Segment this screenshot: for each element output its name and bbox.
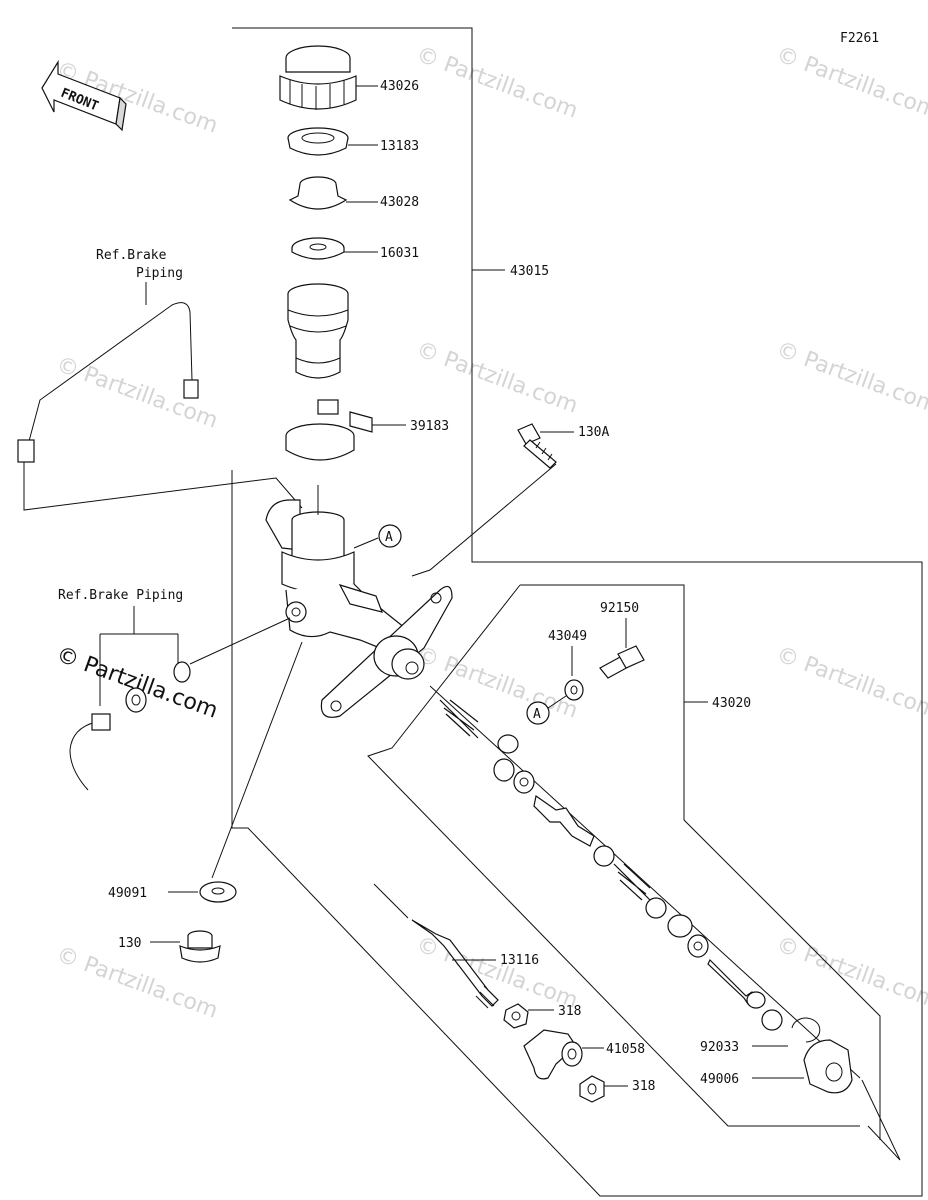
- mounting-flange: [320, 585, 453, 718]
- watermark: © Partzilla.com: [773, 932, 928, 1014]
- callout-43026: 43026: [380, 79, 419, 94]
- marker-a-top: A: [385, 530, 393, 545]
- callout-39183: 39183: [410, 419, 449, 434]
- brake-pipe-lower: [69, 687, 147, 791]
- ref-brake-piping-top: Ref.Brake: [96, 248, 167, 263]
- brake-pipe-top: [17, 302, 199, 463]
- reservoir-cap: [279, 45, 357, 110]
- bracket-43020: [367, 584, 881, 1140]
- ref-brake-piping-mid: Ref.Brake Piping: [58, 588, 183, 603]
- hose-clamp: [285, 399, 373, 461]
- bracket-43015: [231, 27, 923, 1197]
- callout-43015: 43015: [510, 264, 549, 279]
- plate: [287, 127, 349, 156]
- callout-43049: 43049: [548, 629, 587, 644]
- front-arrow: FRONT: [41, 59, 127, 132]
- bolt-130a: [517, 423, 557, 469]
- marker-a-lower: A: [533, 707, 541, 722]
- washer: [291, 237, 345, 260]
- callout-318-upper: 318: [558, 1004, 581, 1019]
- piston-internals: [439, 699, 783, 1031]
- watermark: © Partzilla.com: [773, 42, 928, 124]
- callout-92033: 92033: [700, 1040, 739, 1055]
- push-rod: [411, 919, 499, 1009]
- callout-43028: 43028: [380, 195, 419, 210]
- callout-49006: 49006: [700, 1072, 739, 1087]
- callout-92150: 92150: [600, 601, 639, 616]
- watermark: © Partzilla.com: [773, 337, 928, 419]
- callout-43020: 43020: [712, 696, 751, 711]
- watermark: © Partzilla.com: [413, 642, 581, 724]
- reservoir-body: [287, 283, 349, 379]
- watermark: © Partzilla.com: [773, 642, 928, 724]
- boot: [803, 1039, 853, 1094]
- bleeder-screw: [599, 645, 645, 679]
- callout-13183: 13183: [380, 139, 419, 154]
- diaphragm: [288, 176, 348, 210]
- watermark: © Partzilla.com: [413, 42, 581, 124]
- watermark-group: © Partzilla.com © Partzilla.com © Partzi…: [53, 42, 928, 1024]
- bolt-130: [179, 930, 221, 963]
- callout-49091: 49091: [108, 886, 147, 901]
- callout-130a: 130A: [578, 425, 609, 440]
- clevis-joint: [523, 1029, 583, 1080]
- watermark: © Partzilla.com: [413, 337, 581, 419]
- figure-code: F2261: [840, 31, 879, 46]
- ref-brake-piping-top-2: Piping: [136, 266, 183, 281]
- callout-13116: 13116: [500, 953, 539, 968]
- callout-41058: 41058: [606, 1042, 645, 1057]
- callout-16031: 16031: [380, 246, 419, 261]
- callout-318-lower: 318: [632, 1079, 655, 1094]
- callout-130: 130: [118, 936, 141, 951]
